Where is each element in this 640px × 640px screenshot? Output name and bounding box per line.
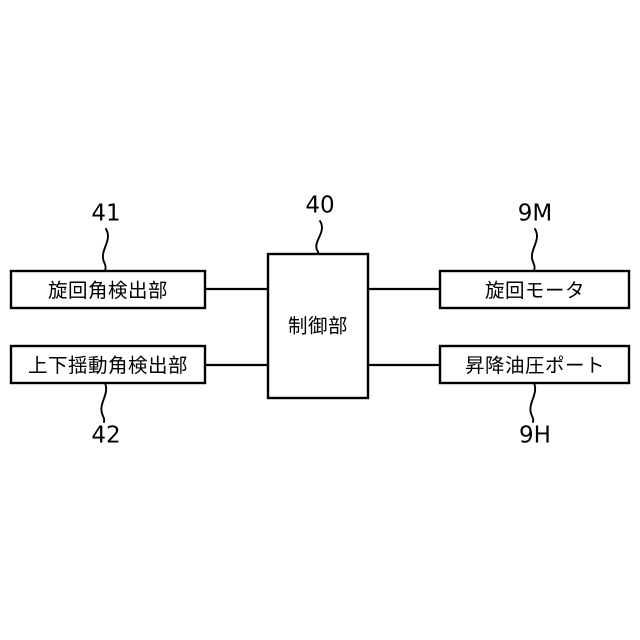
leader-line-9M <box>530 228 538 272</box>
block-swing-angle-detector: 旋回角検出部 <box>9 269 207 310</box>
ref-label-41: 41 <box>91 201 120 227</box>
leader-line-40 <box>315 220 323 255</box>
block-swing-angle-detector-label: 旋回角検出部 <box>48 279 168 302</box>
ref-label-40: 40 <box>305 193 334 219</box>
leader-line-42 <box>100 382 108 423</box>
ref-label-42: 42 <box>91 423 120 449</box>
ref-label-9H: 9H <box>519 423 551 449</box>
block-updown-swing-angle-detector-rect <box>9 344 207 385</box>
block-controller-label: 制御部 <box>288 315 348 338</box>
block-swing-angle-detector-rect <box>9 269 207 310</box>
block-updown-swing-angle-detector-label: 上下揺動角検出部 <box>28 354 188 377</box>
block-controller: 制御部 <box>266 252 370 400</box>
ref-label-9M: 9M <box>518 201 552 227</box>
block-swing-motor-rect <box>438 269 631 310</box>
block-lift-hydraulic-port-rect <box>438 344 631 385</box>
block-updown-swing-angle-detector: 上下揺動角検出部 <box>9 344 207 385</box>
block-lift-hydraulic-port: 昇降油圧ポート <box>438 344 631 385</box>
block-lift-hydraulic-port-label: 昇降油圧ポート <box>465 354 605 377</box>
block-swing-motor-label: 旋回モータ <box>485 279 585 302</box>
block-swing-motor: 旋回モータ <box>438 269 631 310</box>
leader-line-9H <box>529 382 537 423</box>
leader-line-41 <box>101 228 109 272</box>
